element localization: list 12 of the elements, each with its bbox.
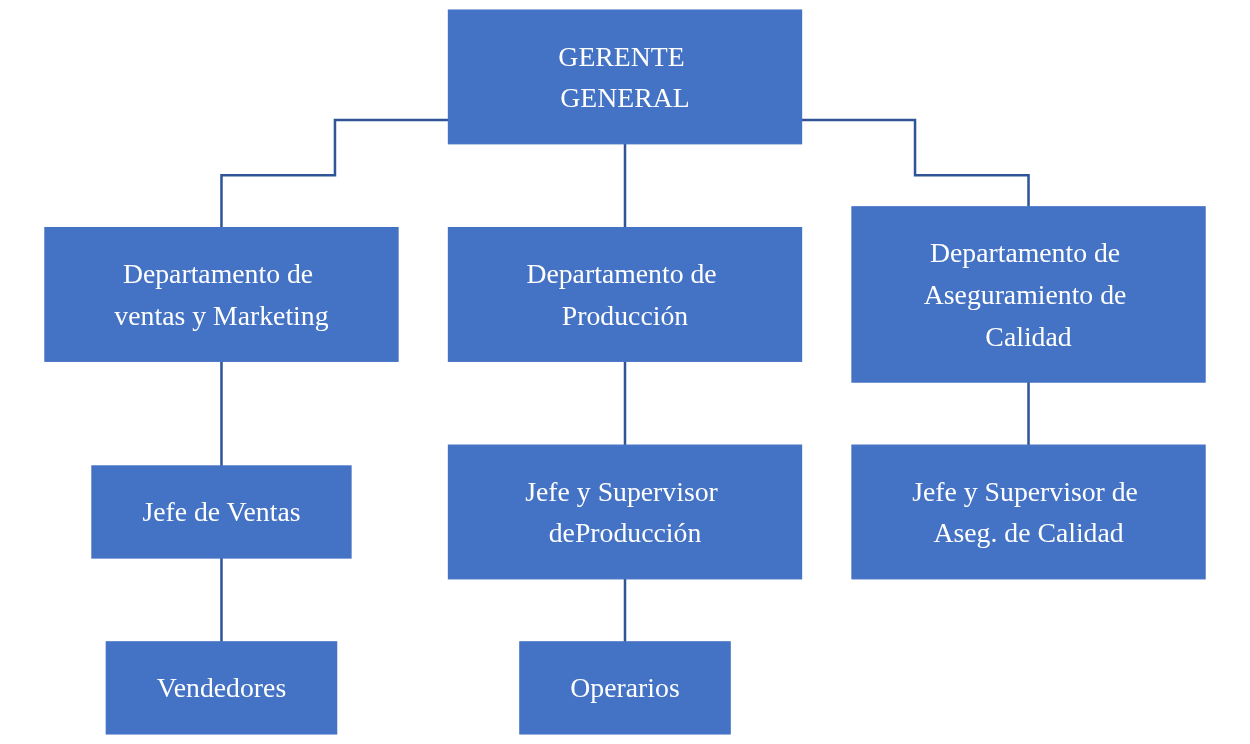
connector [623,142,627,229]
node-box: Vendedores [105,641,338,735]
node-box: Jefe y Supervisor de Aseg. de Calidad [851,444,1206,580]
node-box: Jefe y Supervisor deProducción [447,444,803,580]
node-box: GERENTE GENERAL [447,9,803,145]
connector [623,360,627,447]
connector [220,118,449,229]
node-box: Departamento de Producción [447,227,803,362]
node-box: Operarios [519,641,731,735]
node-box: Departamento de ventas y Marketing [44,227,399,362]
node-box: Departamento de Aseguramiento de Calidad [851,206,1206,383]
node-box: Jefe de Ventas [91,465,352,559]
